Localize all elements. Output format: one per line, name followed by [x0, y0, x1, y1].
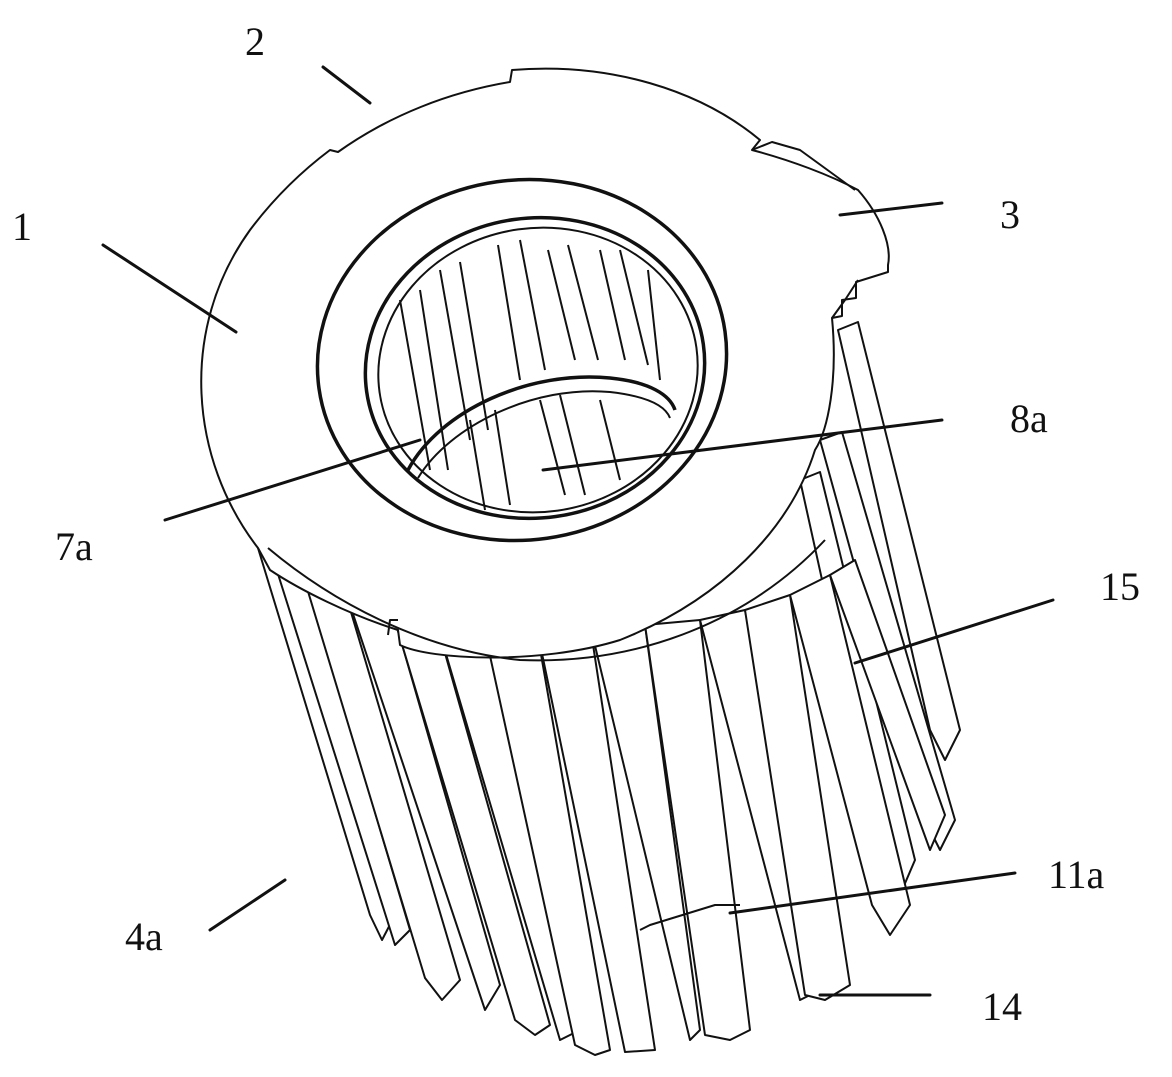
top-ring: [200, 67, 890, 662]
label-3: 3: [1000, 192, 1020, 237]
label-8a: 8a: [1010, 396, 1048, 441]
label-1: 1: [12, 204, 32, 249]
label-4a: 4a: [125, 914, 163, 959]
label-7a: 7a: [55, 524, 93, 569]
label-2: 2: [245, 19, 265, 64]
label-11a: 11a: [1048, 852, 1105, 897]
label-14: 14: [982, 984, 1022, 1029]
reference-labels: 1 2 3 8a 7a 15 4a 11a 14: [12, 19, 1140, 1029]
label-15: 15: [1100, 564, 1140, 609]
inner-fins: [399, 239, 677, 511]
leader-lines: [101, 65, 1055, 997]
